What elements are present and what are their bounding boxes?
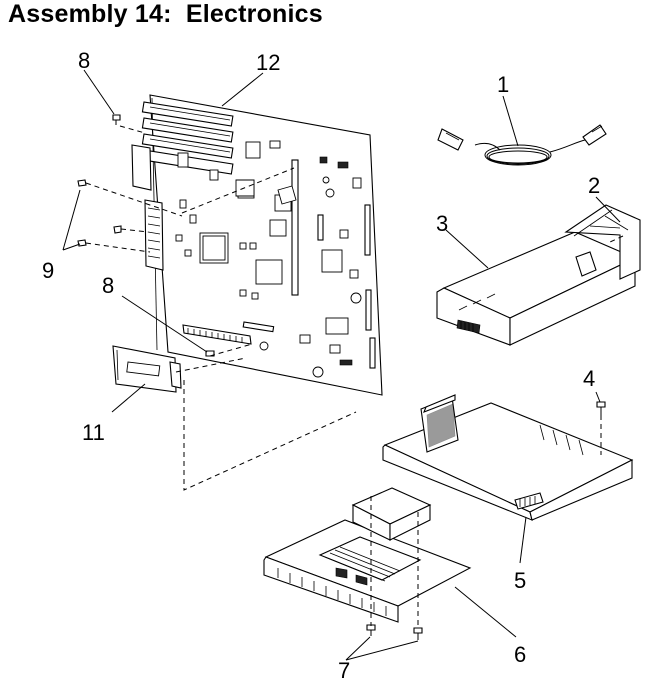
option-card-11 [112, 345, 182, 393]
callout-8-top: 8 [78, 48, 90, 73]
screw-9-lower [77, 239, 87, 247]
callout-3: 3 [436, 211, 448, 236]
callout-11: 11 [82, 420, 105, 445]
screw-9-side [113, 225, 122, 234]
screw-8-top [112, 114, 121, 125]
screw-9-upper [77, 179, 87, 187]
screw-7-right [413, 627, 423, 640]
leader-lines [62, 69, 621, 661]
callout-7: 7 [338, 658, 350, 680]
screw-4 [596, 401, 606, 415]
assembly-guide-lines [85, 125, 624, 629]
callout-8-mid: 8 [102, 273, 114, 298]
screw-7-left [366, 624, 376, 636]
system-board-12 [131, 94, 383, 396]
screw-8-mid [205, 350, 215, 357]
callout-1: 1 [497, 72, 509, 97]
power-supply-5 [382, 394, 634, 521]
callout-labels: 1 2 3 4 5 6 7 8 8 9 11 12 [42, 48, 600, 680]
callout-9: 9 [42, 258, 54, 283]
callout-4: 4 [583, 366, 595, 391]
callout-5: 5 [514, 568, 526, 593]
page-title: Assembly 14: Electronics [8, 0, 323, 28]
shield-3 [436, 204, 641, 346]
power-cord-1 [437, 124, 607, 166]
callout-6: 6 [514, 642, 526, 667]
interconnect-board-6 [263, 487, 472, 623]
callout-2: 2 [588, 173, 600, 198]
callout-12: 12 [256, 50, 280, 75]
